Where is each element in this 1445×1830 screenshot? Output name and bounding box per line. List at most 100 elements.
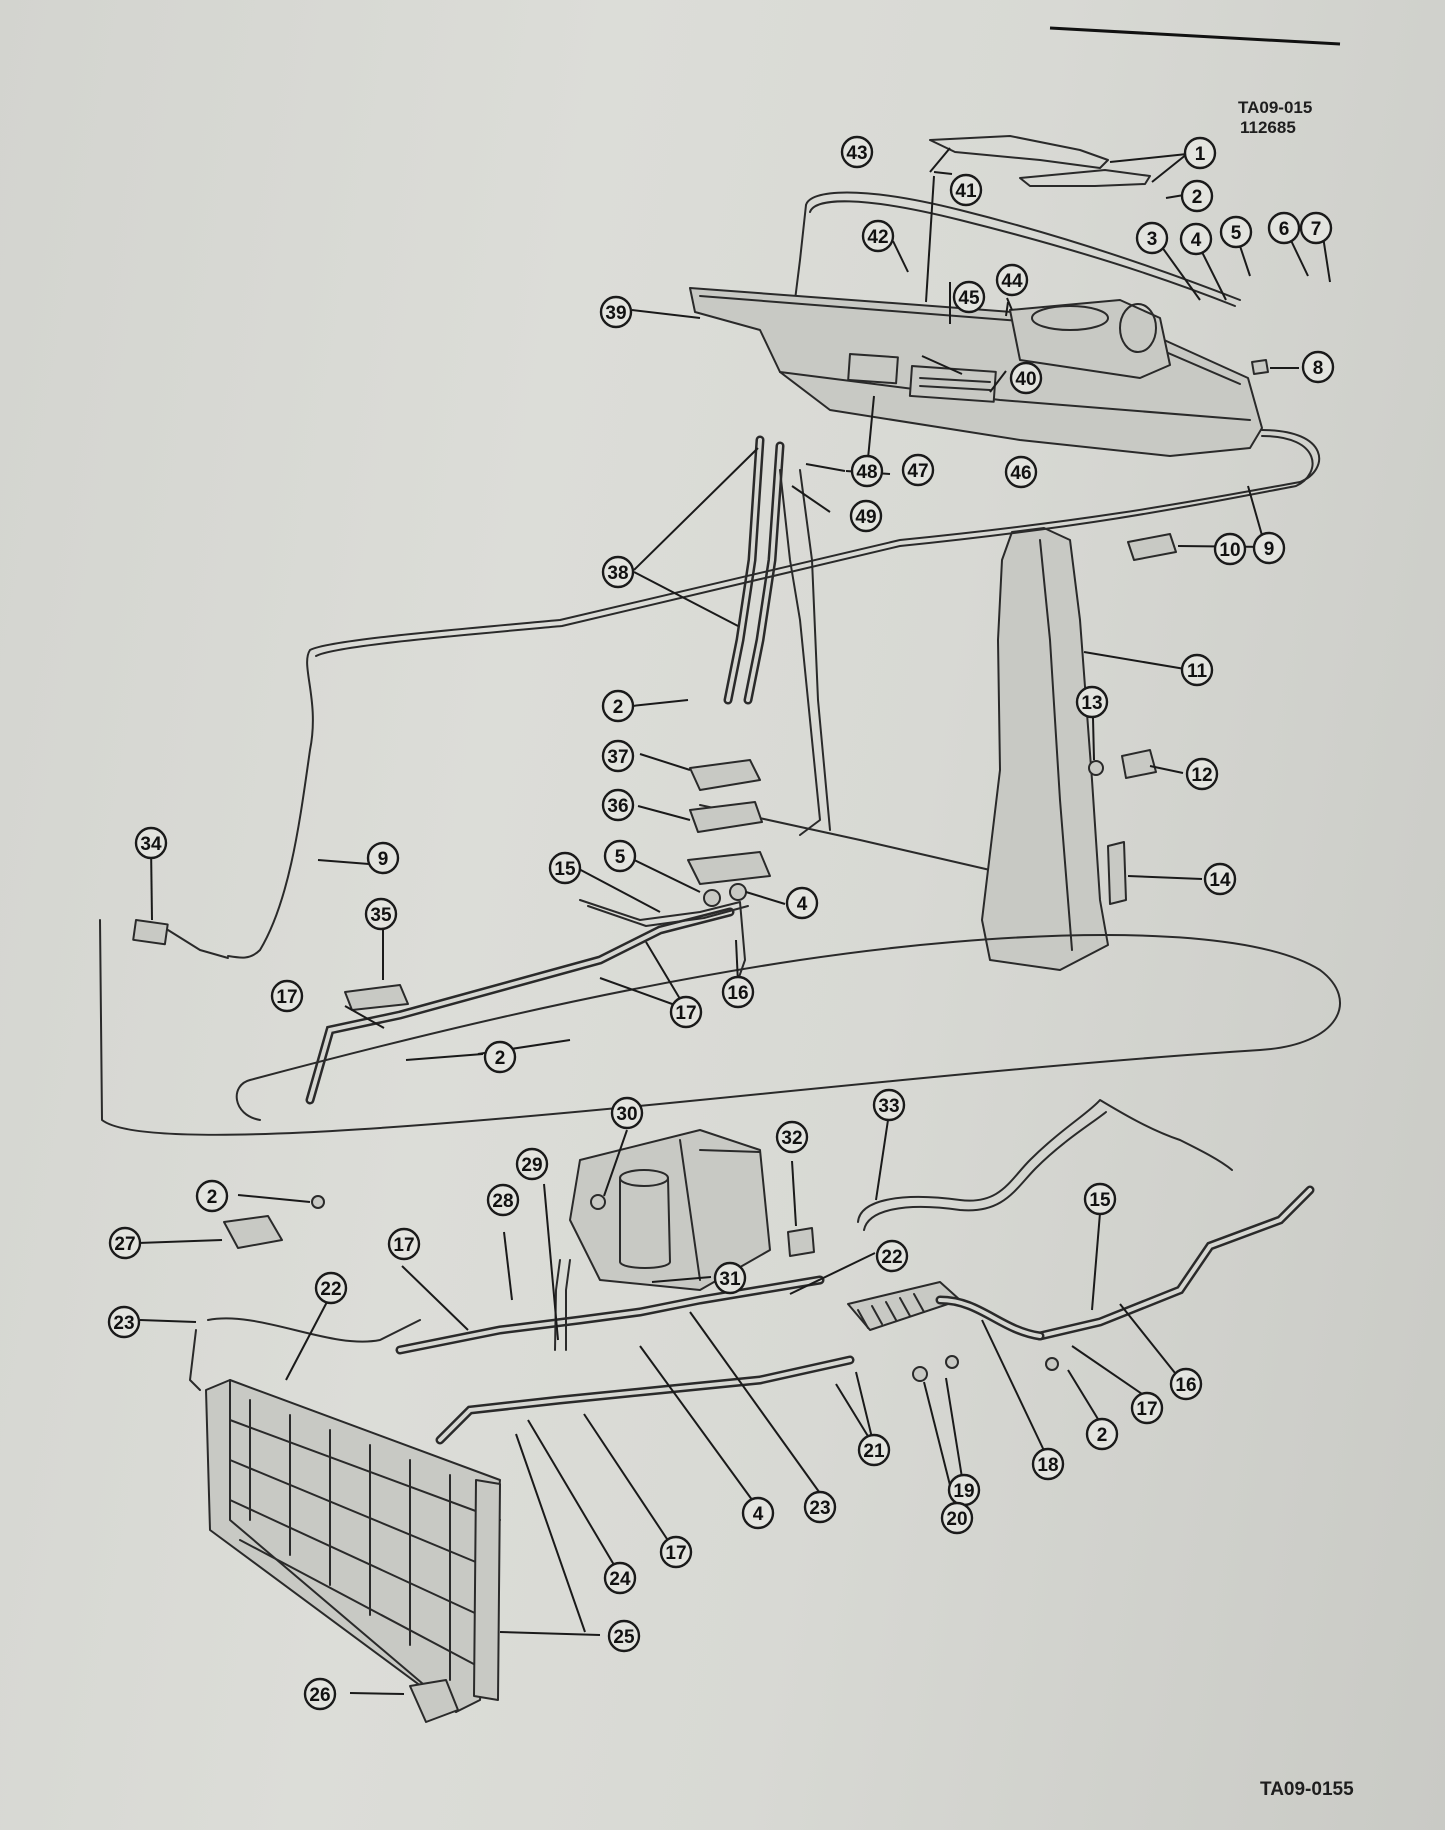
- evaporator-housing-assembly: [99, 135, 1341, 1136]
- callout-label: 6: [1279, 219, 1290, 240]
- callout-circle: [134, 826, 168, 860]
- callout-circle: [861, 219, 895, 253]
- callout-c5b: 5: [603, 839, 637, 873]
- callout-label: 22: [320, 1279, 341, 1300]
- callout-c33: 33: [872, 1088, 906, 1122]
- callout-label: 13: [1081, 693, 1102, 714]
- callout-c8: 8: [1301, 350, 1335, 384]
- callout-label: 32: [781, 1128, 802, 1149]
- callout-label: 2: [613, 697, 624, 718]
- callout-c4c: 4: [741, 1496, 775, 1530]
- callout-c27: 27: [108, 1226, 142, 1260]
- callout-label: 35: [370, 905, 392, 926]
- callout-label: 26: [309, 1685, 330, 1706]
- callout-circle: [603, 839, 637, 873]
- callout-circle: [107, 1305, 141, 1339]
- callout-circle: [599, 295, 633, 329]
- callout-circle: [1075, 685, 1109, 719]
- callout-circle: [1299, 211, 1333, 245]
- callout-c6: 6: [1267, 211, 1301, 245]
- callout-c26: 26: [303, 1677, 337, 1711]
- callout-label: 2: [495, 1048, 506, 1069]
- callout-circle: [995, 263, 1029, 297]
- callout-label: 3: [1147, 229, 1158, 250]
- callout-c9a: 9: [1252, 531, 1286, 565]
- callout-circle: [1213, 532, 1247, 566]
- callout-circle: [1252, 531, 1286, 565]
- callout-c11: 11: [1180, 653, 1214, 687]
- callout-label: 18: [1037, 1455, 1058, 1476]
- callout-c48: 48: [850, 454, 884, 488]
- callout-c2b: 2: [601, 689, 635, 723]
- callout-c29: 29: [515, 1147, 549, 1181]
- callout-c46: 46: [1004, 455, 1038, 489]
- callout-circle: [601, 689, 635, 723]
- callout-circle: [1085, 1417, 1119, 1451]
- callout-label: 25: [613, 1627, 635, 1648]
- callout-c38: 38: [601, 555, 635, 589]
- callout-c15a: 15: [548, 851, 582, 885]
- callout-label: 17: [276, 987, 297, 1008]
- callout-c35: 35: [364, 897, 398, 931]
- callout-c44: 44: [995, 263, 1029, 297]
- callout-c17a: 17: [669, 995, 703, 1029]
- callout-label: 39: [605, 303, 626, 324]
- callout-c9b: 9: [366, 841, 400, 875]
- callout-c2c: 2: [483, 1040, 517, 1074]
- callout-circle: [366, 841, 400, 875]
- callout-c17d: 17: [1130, 1391, 1164, 1425]
- callout-label: 1: [1195, 144, 1206, 165]
- callout-label: 29: [521, 1155, 542, 1176]
- condenser-lines-assembly: [189, 1099, 1315, 1723]
- callout-label: 49: [855, 507, 876, 528]
- callout-circle: [1203, 862, 1237, 896]
- callout-circle: [607, 1619, 641, 1653]
- callout-circle: [1169, 1367, 1203, 1401]
- callout-c16a: 16: [721, 975, 755, 1009]
- footer-code: TA09-0155: [1260, 1779, 1354, 1800]
- callout-label: 43: [846, 143, 867, 164]
- callout-label: 46: [1010, 463, 1031, 484]
- callout-label: 44: [1001, 271, 1023, 292]
- callout-c19: 19: [947, 1473, 981, 1507]
- callout-label: 42: [867, 227, 888, 248]
- callout-circle: [850, 454, 884, 488]
- callout-label: 41: [955, 181, 977, 202]
- callout-circle: [515, 1147, 549, 1181]
- callout-label: 10: [1219, 540, 1240, 561]
- callout-circle: [387, 1227, 421, 1261]
- callout-circle: [785, 886, 819, 920]
- figure-id: TA09-015: [1238, 98, 1313, 117]
- callout-c40: 40: [1009, 361, 1043, 395]
- callout-c16b: 16: [1169, 1367, 1203, 1401]
- callout-c13: 13: [1075, 685, 1109, 719]
- callout-c36: 36: [601, 788, 635, 822]
- callout-circle: [364, 897, 398, 931]
- callout-circle: [659, 1535, 693, 1569]
- callout-label: 17: [393, 1235, 414, 1256]
- callout-label: 17: [1136, 1399, 1157, 1420]
- leader-lines: [137, 147, 1331, 1695]
- callout-label: 45: [958, 288, 980, 309]
- callout-c22a: 22: [314, 1271, 348, 1305]
- callout-circle: [1183, 136, 1217, 170]
- callout-c25: 25: [607, 1619, 641, 1653]
- callout-circle: [721, 975, 755, 1009]
- callout-label: 12: [1191, 765, 1212, 786]
- callout-label: 2: [1192, 187, 1203, 208]
- callout-circle: [603, 1561, 637, 1595]
- callout-label: 31: [719, 1269, 741, 1290]
- callout-circle: [601, 739, 635, 773]
- callout-circle: [1185, 757, 1219, 791]
- callout-c12: 12: [1185, 757, 1219, 791]
- callout-circle: [1180, 179, 1214, 213]
- callout-circle: [1135, 221, 1169, 255]
- callout-c34: 34: [134, 826, 168, 860]
- callout-circle: [270, 979, 304, 1013]
- callout-label: 9: [378, 849, 389, 870]
- callout-label: 38: [607, 563, 628, 584]
- callout-label: 33: [878, 1096, 899, 1117]
- callout-label: 14: [1209, 870, 1231, 891]
- callout-label: 17: [665, 1543, 686, 1564]
